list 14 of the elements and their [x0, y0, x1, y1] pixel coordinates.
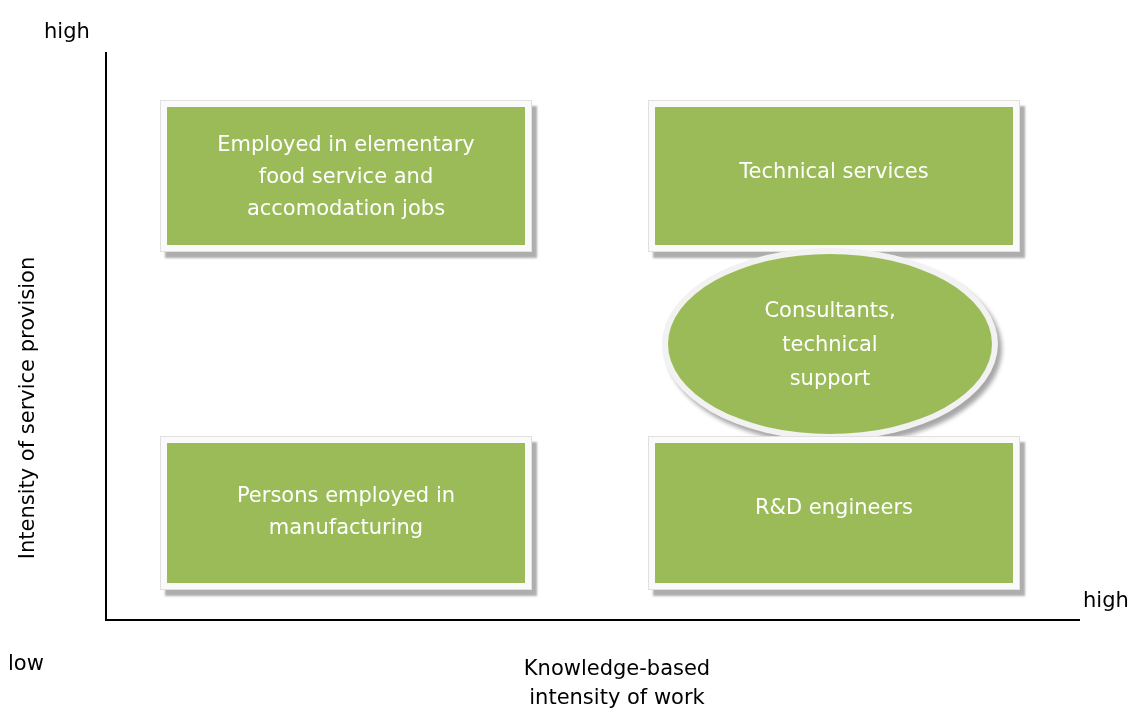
node-label: Employed in elementary food service and accomodation jobs — [216, 131, 476, 222]
node-label: Technical services — [738, 158, 930, 185]
node-label: Persons employed in manufacturing — [235, 482, 457, 541]
category-box — [648, 100, 1020, 252]
category-box — [160, 436, 532, 590]
axis-title: Knowledge-based intensity of work — [522, 655, 712, 708]
category-box — [160, 100, 532, 252]
axis-end-label: low — [8, 650, 44, 677]
category-box — [648, 436, 1020, 590]
axis-end-label: high — [1083, 587, 1129, 614]
node-label: R&D engineers — [754, 494, 914, 521]
node-label: Consultants, technical support — [763, 297, 897, 392]
axis-title: Intensity of service provision — [14, 256, 41, 560]
axis-end-label: high — [44, 18, 90, 45]
